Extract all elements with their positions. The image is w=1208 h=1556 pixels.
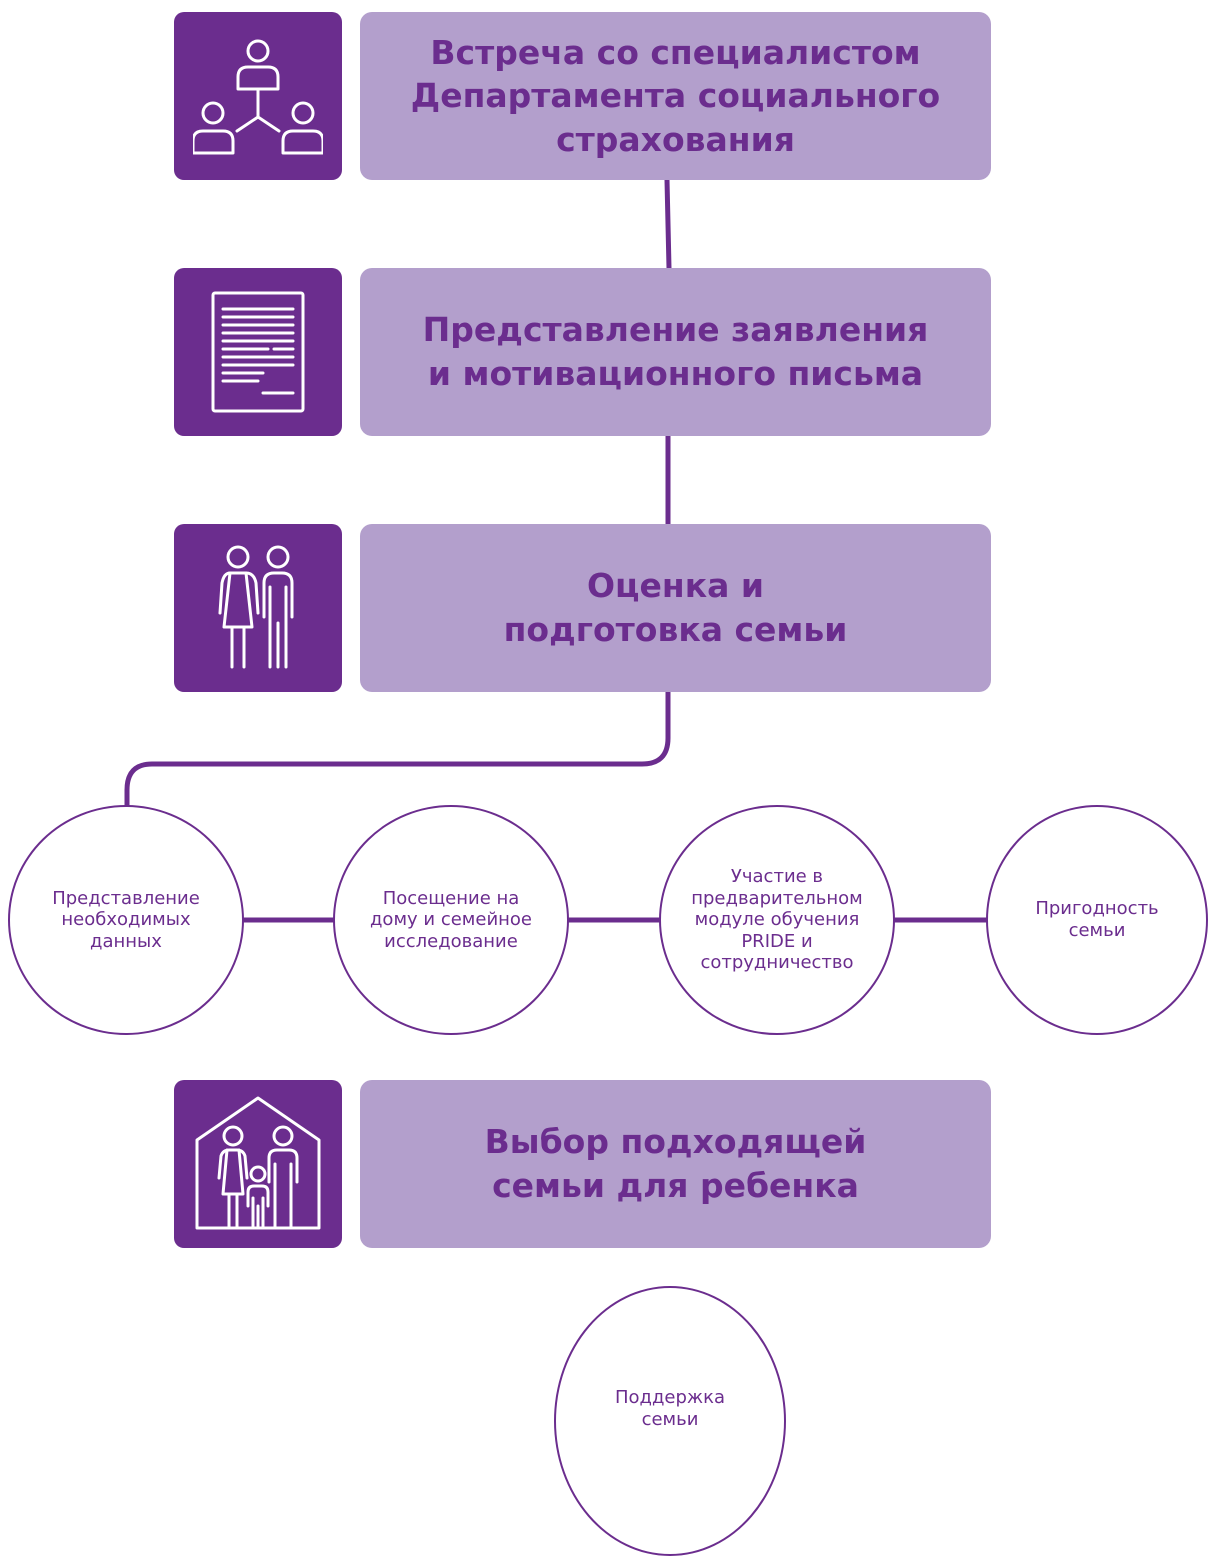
final-step-label: Поддержка семьи <box>614 1387 726 1430</box>
substep-1-label: Представление необходимых данных <box>52 887 200 952</box>
substep-circle-1: Представление необходимых данных <box>8 805 244 1035</box>
substep-2-label: Посещение на дому и семейное исследовани… <box>369 887 532 952</box>
substep-circle-4: Пригодность семьи <box>986 805 1208 1035</box>
step-2-box: Представление заявления и мотивационного… <box>360 268 991 436</box>
step-4-label: Выбор подходящей семьи для ребенка <box>484 1122 867 1205</box>
step-1-icon-box <box>174 12 342 180</box>
substep-circle-2: Посещение на дому и семейное исследовани… <box>333 805 569 1035</box>
connector-1-2 <box>664 177 672 271</box>
flowchart: Встреча со специалистом Департамента соц… <box>8 12 1208 1556</box>
step-4-icon-box <box>174 1080 342 1248</box>
connector-3-substeps <box>124 689 671 808</box>
step-2-label: Представление заявления и мотивационного… <box>422 310 929 393</box>
step-3-label: Оценка и подготовка семьи <box>503 566 848 649</box>
step-1-box: Встреча со специалистом Департамента соц… <box>360 12 991 180</box>
final-step-circle: Поддержка семьи <box>554 1286 786 1556</box>
people-network-icon <box>193 39 323 155</box>
connector-lines <box>124 177 993 1413</box>
substep-circle-3: Участие в предварительном модуле обучени… <box>659 805 895 1035</box>
step-1-label: Встреча со специалистом Департамента соц… <box>410 32 941 159</box>
substep-4-label: Пригодность семьи <box>1035 898 1159 941</box>
step-4-box: Выбор подходящей семьи для ребенка <box>360 1080 991 1248</box>
substep-3-label: Участие в предварительном модуле обучени… <box>691 866 863 974</box>
document-icon <box>211 291 305 413</box>
step-3-icon-box <box>174 524 342 692</box>
step-3-box: Оценка и подготовка семьи <box>360 524 991 692</box>
family-house-icon <box>195 1096 321 1230</box>
couple-icon <box>218 545 294 669</box>
step-2-icon-box <box>174 268 342 436</box>
